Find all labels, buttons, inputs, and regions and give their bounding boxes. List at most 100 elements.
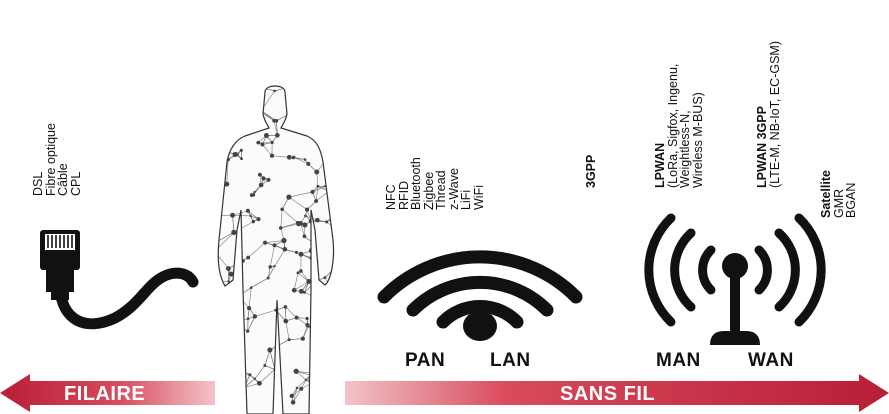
network-link <box>196 81 207 83</box>
network-node <box>263 241 267 245</box>
network-link <box>343 310 347 314</box>
network-link <box>332 144 342 147</box>
network-link <box>204 95 206 107</box>
network-link <box>341 347 342 349</box>
network-link <box>203 337 207 338</box>
network-node <box>271 141 274 144</box>
network-node <box>298 252 303 257</box>
network-node <box>293 83 297 87</box>
network-node <box>273 243 277 247</box>
network-node <box>273 90 276 93</box>
network-link <box>323 115 336 119</box>
network-link <box>336 213 354 221</box>
network-link <box>215 97 222 106</box>
network-link <box>295 85 315 88</box>
network-link <box>227 294 239 296</box>
network-node <box>233 152 238 157</box>
network-link <box>203 337 212 354</box>
network-node <box>306 162 310 166</box>
network-link <box>220 106 226 125</box>
network-link <box>318 401 330 410</box>
network-node <box>225 319 230 324</box>
lpwan-group: LPWAN (LoRa, Sigfox, Ingenu, Weightless-… <box>654 64 704 188</box>
network-node <box>343 368 348 373</box>
network-node <box>263 364 266 367</box>
network-node <box>304 158 307 161</box>
network-link <box>235 366 236 374</box>
network-node <box>233 365 237 369</box>
network-node <box>352 151 355 155</box>
network-link <box>316 332 320 335</box>
network-link <box>210 290 227 294</box>
network-node <box>342 264 347 269</box>
network-node <box>288 338 291 341</box>
network-link <box>343 348 349 350</box>
network-link <box>339 350 343 355</box>
network-link <box>343 310 347 314</box>
network-node <box>352 104 355 107</box>
network-node <box>332 266 336 270</box>
network-link <box>210 290 216 310</box>
network-link <box>338 92 340 97</box>
network-link <box>227 321 234 323</box>
network-node <box>253 314 257 318</box>
network-node <box>303 234 307 238</box>
network-node <box>273 265 275 267</box>
network-link <box>215 90 227 97</box>
network-node <box>304 214 307 217</box>
network-link <box>338 92 341 98</box>
network-node <box>322 403 326 407</box>
network-node <box>304 96 309 101</box>
network-label-lan: LAN <box>490 350 531 372</box>
network-link <box>339 350 343 355</box>
network-link <box>232 374 235 388</box>
network-link <box>204 167 207 171</box>
network-link <box>202 285 227 294</box>
network-link <box>195 124 201 125</box>
network-node <box>331 290 336 295</box>
network-node <box>301 336 305 340</box>
network-link <box>338 92 340 97</box>
network-link <box>295 85 306 98</box>
network-link <box>348 153 354 172</box>
network-link <box>197 157 205 163</box>
network-node <box>302 222 307 227</box>
network-node <box>199 123 203 127</box>
network-node <box>336 91 339 94</box>
network-link <box>206 97 215 106</box>
network-link <box>227 296 238 305</box>
network-link <box>335 267 337 269</box>
network-label-pan: PAN <box>405 350 445 372</box>
network-node <box>205 214 209 218</box>
network-link <box>197 163 205 171</box>
network-link <box>252 87 258 106</box>
network-link <box>335 159 336 171</box>
network-node <box>343 210 347 214</box>
tech-thread: Thread <box>435 157 448 210</box>
network-link <box>222 90 226 106</box>
network-node <box>317 400 320 403</box>
network-node <box>248 373 251 376</box>
network-link <box>215 388 217 397</box>
network-link <box>206 106 208 116</box>
network-link <box>325 160 335 170</box>
network-link <box>326 161 335 171</box>
network-link <box>205 310 215 323</box>
network-node <box>286 194 291 199</box>
network-link <box>207 216 214 244</box>
network-link <box>324 405 330 410</box>
network-link <box>215 388 217 397</box>
network-link <box>296 128 310 131</box>
network-link <box>220 106 223 119</box>
network-node <box>287 155 292 160</box>
network-node <box>325 384 329 388</box>
network-node <box>296 221 300 225</box>
network-link <box>322 292 333 300</box>
network-link <box>197 163 208 168</box>
network-node <box>295 316 299 320</box>
network-node <box>352 219 355 224</box>
network-link <box>202 285 210 290</box>
network-node <box>283 247 288 252</box>
network-node <box>284 305 288 309</box>
